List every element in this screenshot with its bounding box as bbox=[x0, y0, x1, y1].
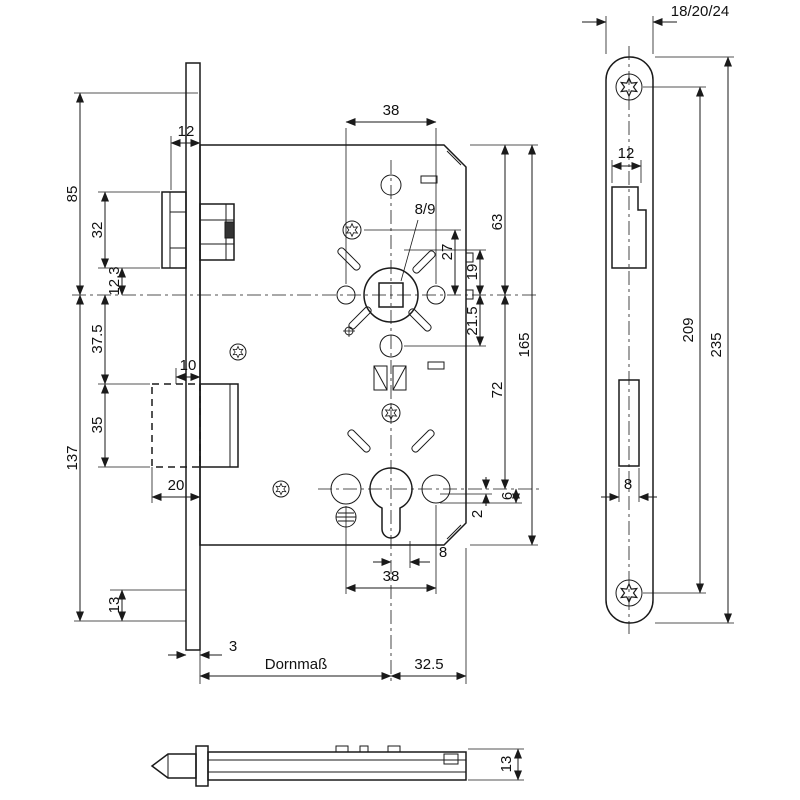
cylinder-area bbox=[330, 467, 451, 539]
dead-bolt bbox=[151, 383, 239, 468]
dim-8: 8 bbox=[439, 544, 447, 561]
dim-85: 85 bbox=[64, 186, 81, 203]
case-section bbox=[207, 751, 467, 781]
dim-72: 72 bbox=[489, 382, 506, 399]
latch-cutout bbox=[611, 186, 647, 269]
dim-top-38: 38 bbox=[383, 102, 400, 119]
bottom-view bbox=[150, 745, 467, 787]
top-screw bbox=[615, 73, 643, 101]
dimension-labels: 38 12 85 32 12.3 37.5 10 35 137 20 13 3 … bbox=[64, 3, 729, 772]
dim-235: 235 bbox=[708, 332, 725, 357]
dim-209: 209 bbox=[680, 317, 697, 342]
dim-137: 137 bbox=[64, 445, 81, 470]
dim-3: 3 bbox=[229, 638, 237, 655]
dim-35: 35 bbox=[89, 417, 106, 434]
dim-32: 32 bbox=[89, 222, 106, 239]
euro-profile-cutout bbox=[369, 467, 413, 539]
dim-20: 20 bbox=[168, 477, 185, 494]
dim-left-12: 12 bbox=[178, 123, 195, 140]
faceplate-section bbox=[195, 745, 209, 787]
dim-square-8-9: 8/9 bbox=[415, 201, 436, 218]
dim-32-5: 32.5 bbox=[414, 656, 443, 673]
dim-27: 27 bbox=[439, 244, 456, 261]
dim-37-5: 37.5 bbox=[89, 324, 106, 353]
dim-12-3: 12.3 bbox=[106, 266, 123, 295]
springs-and-slots bbox=[337, 175, 445, 453]
dimension-lines bbox=[76, 18, 732, 781]
bolt-cutout bbox=[618, 379, 640, 467]
lock-case-body bbox=[199, 144, 474, 546]
dim-21-5: 21.5 bbox=[464, 306, 481, 335]
dim-backset-label: Dornmaß bbox=[265, 656, 328, 673]
dim-13: 13 bbox=[106, 597, 123, 614]
dim-6: 6 bbox=[499, 492, 516, 500]
dim-19: 19 bbox=[464, 264, 481, 281]
dim-faceplate-8: 8 bbox=[624, 476, 632, 493]
latch-bolt bbox=[161, 191, 235, 269]
extension-lines bbox=[74, 16, 734, 781]
dim-2: 2 bbox=[469, 510, 486, 518]
latch-nose bbox=[150, 753, 197, 779]
dim-bottom-13: 13 bbox=[498, 756, 515, 773]
dim-10: 10 bbox=[180, 357, 197, 374]
dim-165: 165 bbox=[516, 332, 533, 357]
faceplate-view bbox=[605, 56, 654, 624]
follower-hub bbox=[336, 174, 446, 358]
case-screws bbox=[229, 220, 401, 498]
dim-18-20-24: 18/20/24 bbox=[671, 3, 729, 20]
main-view bbox=[151, 62, 474, 651]
bottom-screw bbox=[615, 579, 643, 607]
dim-63: 63 bbox=[489, 214, 506, 231]
dim-faceplate-12: 12 bbox=[618, 145, 635, 162]
dim-bottom-38: 38 bbox=[383, 568, 400, 585]
